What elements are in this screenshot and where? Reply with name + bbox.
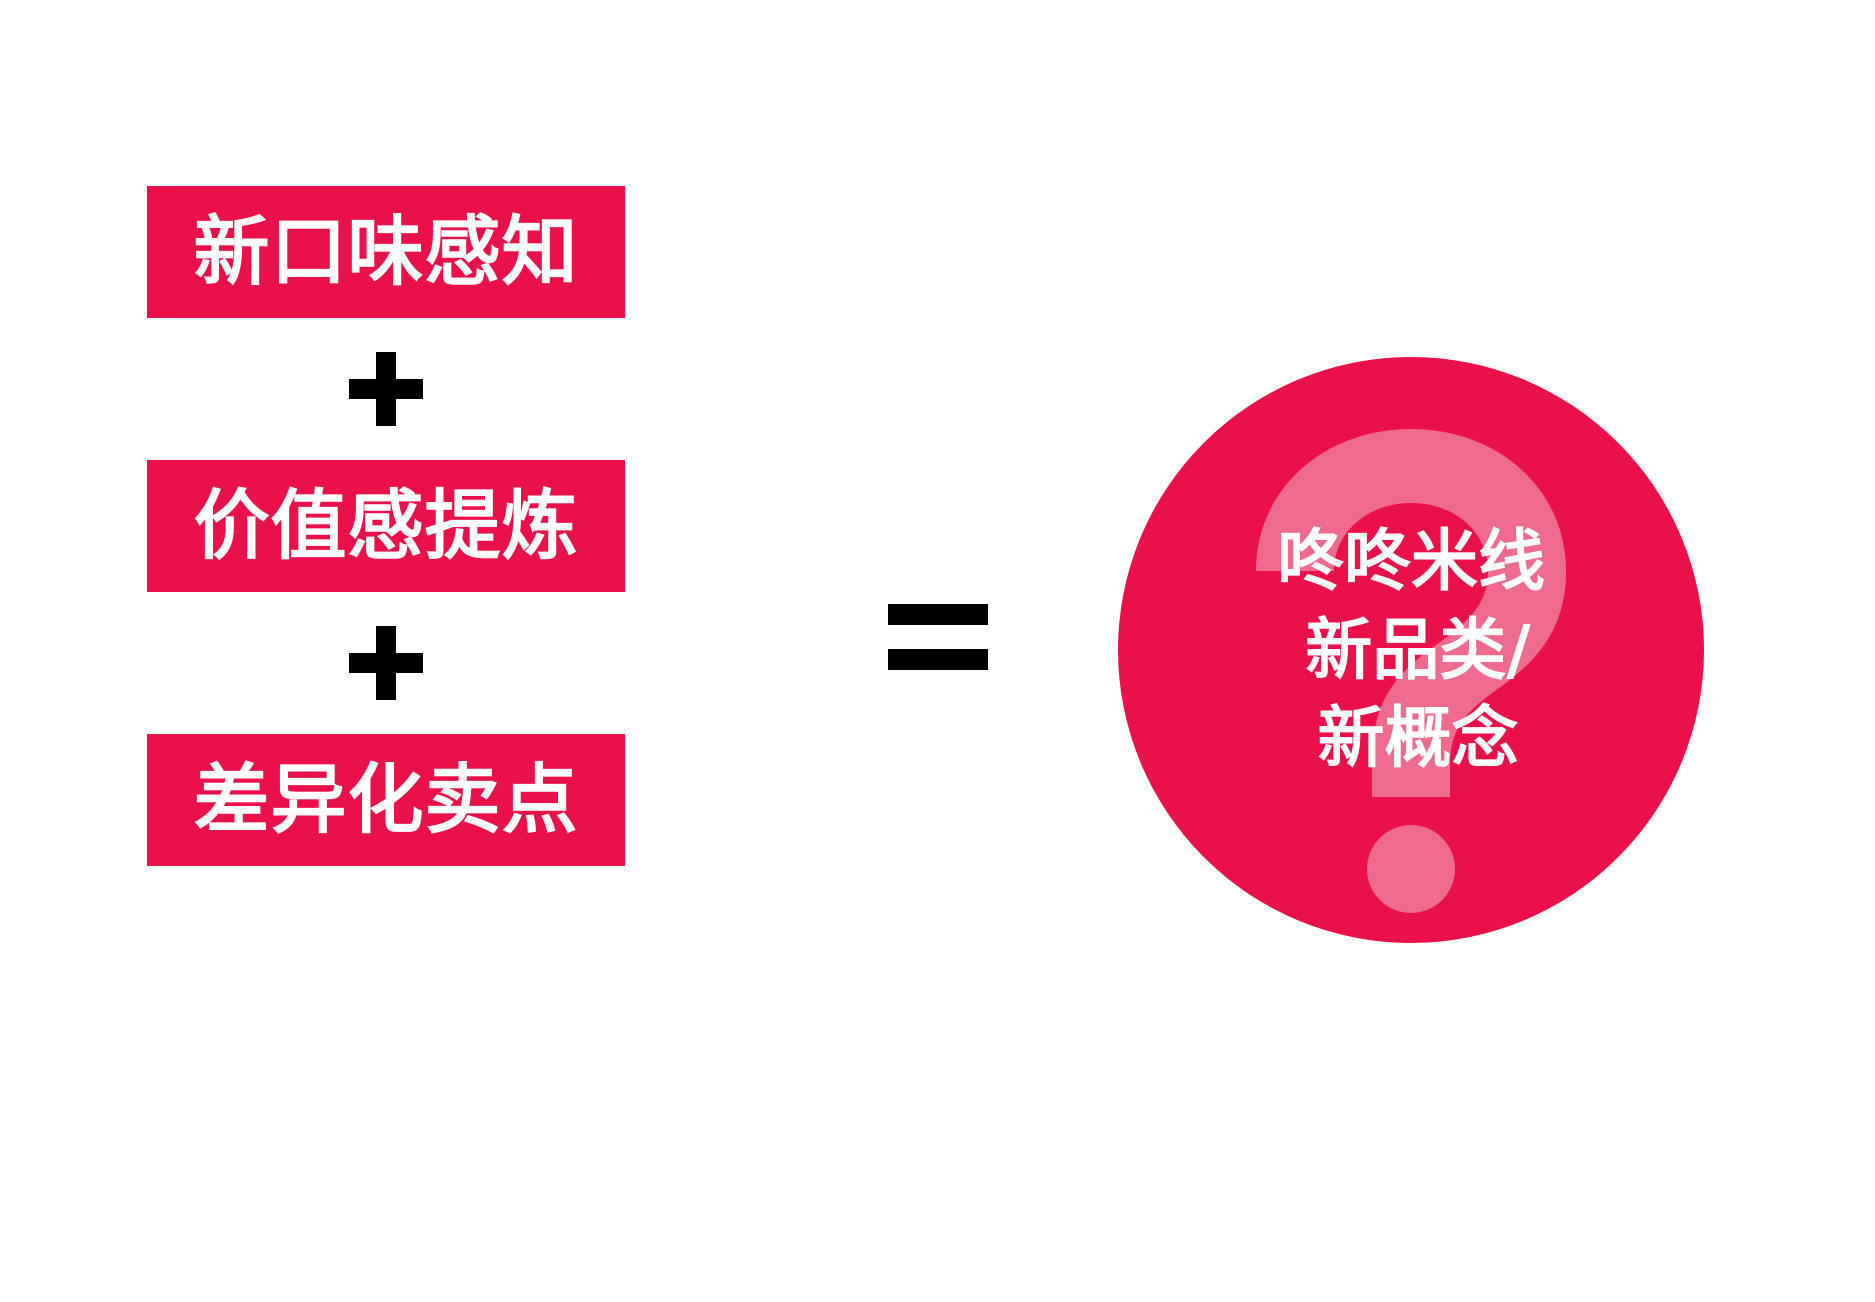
formula-term-3-label: 差异化卖点 [193, 755, 579, 844]
formula-term-3: 差异化卖点 [147, 734, 625, 866]
result-line-1: 咚咚米线 [1277, 522, 1545, 601]
equals-bar-top [888, 604, 988, 625]
result-line-3: 新概念 [1317, 699, 1519, 778]
result-label-group: 咚咚米线 新品类/ 新概念 [1118, 357, 1704, 943]
result-line-2: 新品类/ [1305, 610, 1531, 689]
formula-operator-1 [147, 318, 625, 460]
plus-icon [349, 352, 423, 426]
formula-stack: 新口味感知 价值感提炼 差异化卖点 [147, 186, 625, 866]
formula-term-1: 新口味感知 [147, 186, 625, 318]
plus-icon [349, 626, 423, 700]
formula-term-1-label: 新口味感知 [193, 207, 579, 296]
formula-term-2-label: 价值感提炼 [193, 481, 579, 570]
formula-term-2: 价值感提炼 [147, 460, 625, 592]
result-circle: 咚咚米线 新品类/ 新概念 [1118, 357, 1704, 943]
equals-bar-bottom [888, 649, 988, 670]
formula-operator-2 [147, 592, 625, 734]
equals-icon [888, 604, 988, 670]
